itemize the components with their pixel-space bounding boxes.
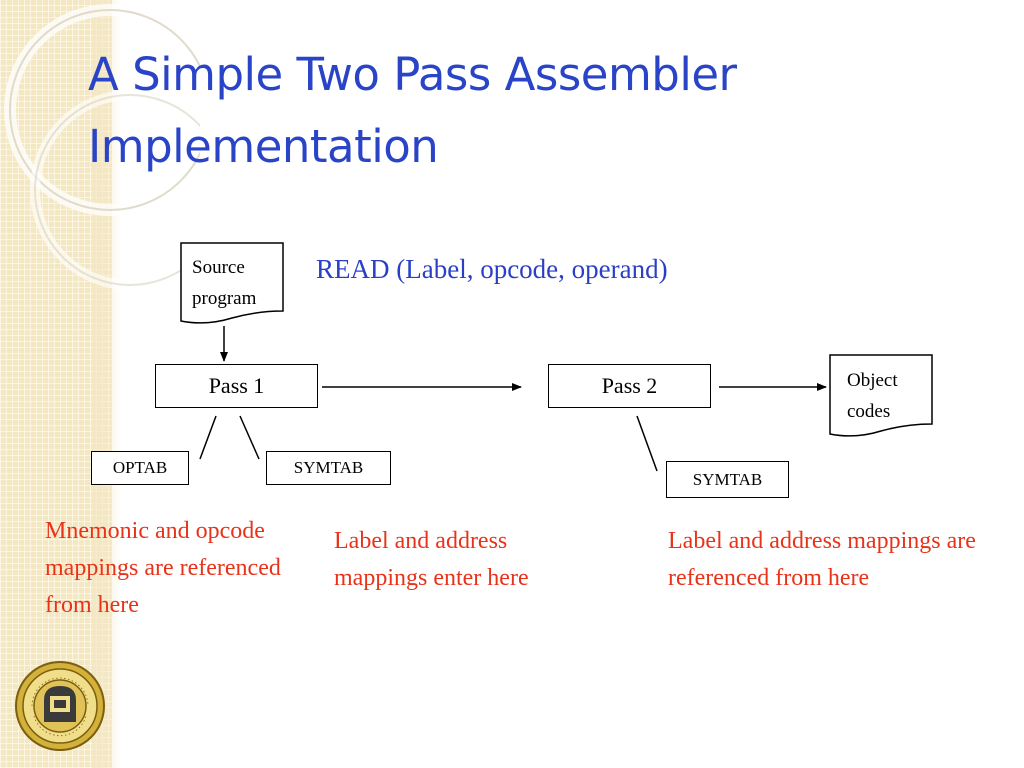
pass1-optab-connector (199, 415, 217, 460)
pass2-symtab-connector (636, 415, 658, 472)
object-codes-label: Object codes (847, 365, 898, 427)
slide-title-line-1: A Simple Two Pass Assembler (88, 48, 737, 101)
pass2-box: Pass 2 (548, 364, 711, 408)
symtab-pass1-box: SYMTAB (266, 451, 391, 485)
university-seal-icon (15, 661, 105, 751)
symtab-ref-note: Label and address mappings are reference… (668, 528, 976, 591)
source-program-label: Source program (192, 252, 256, 314)
source-program-doc-shape (180, 242, 284, 324)
object-codes-doc-shape (829, 354, 933, 437)
pass1-box: Pass 1 (155, 364, 318, 408)
symtab-pass2-box: SYMTAB (666, 461, 789, 498)
object-codes-label-line-2: codes (847, 401, 891, 422)
optab-box: OPTAB (91, 451, 189, 485)
read-statement: READ (Label, opcode, operand) (316, 254, 668, 284)
sidebar-fade (92, 0, 122, 768)
object-codes-label-line-1: Object (847, 370, 898, 391)
decorative-circles (4, 4, 200, 290)
source-program-label-line-1: Source (192, 257, 245, 278)
slide-title-line-2: Implementation (88, 120, 439, 173)
optab-note: Mnemonic and opcode mappings are referen… (45, 518, 281, 618)
symtab-enter-note: Label and address mappings enter here (334, 528, 529, 591)
pass1-symtab-connector (239, 415, 260, 460)
source-program-label-line-2: program (192, 288, 257, 309)
